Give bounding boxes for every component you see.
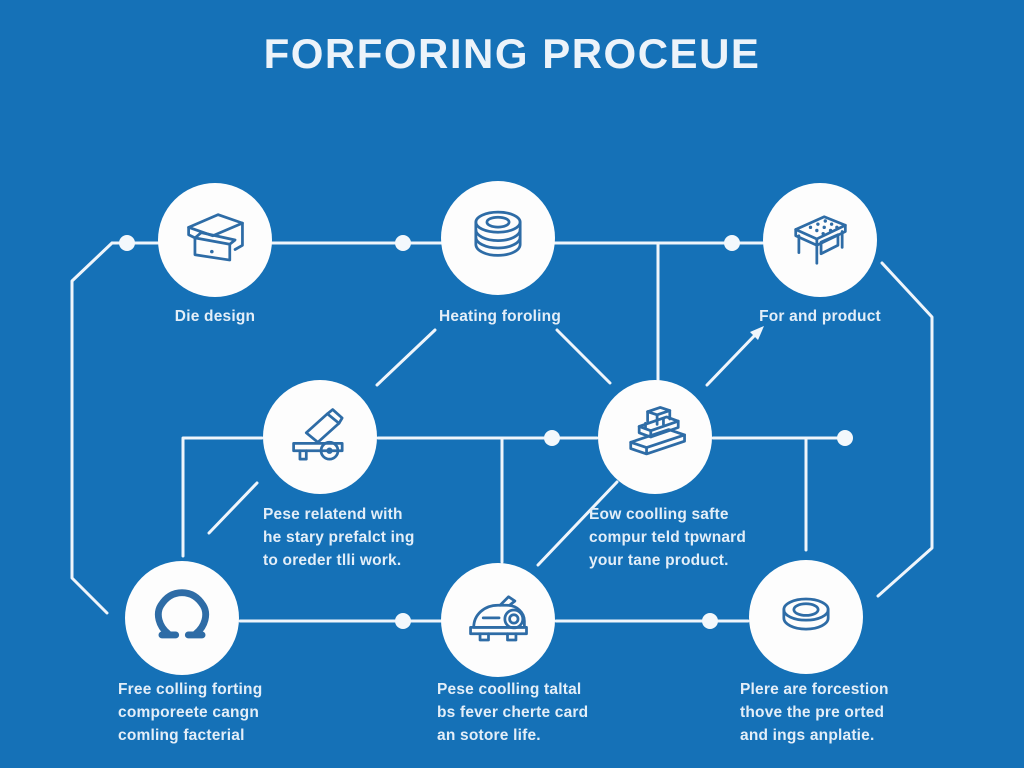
- node-form-and-product: [763, 183, 877, 297]
- node-label-free-cooling: Free colling forting comporeete cangn co…: [118, 678, 262, 747]
- node-heating-forging: [441, 181, 555, 295]
- node-label-final-forging: Plere are forcestion thove the pre orted…: [740, 678, 889, 747]
- label-line: an sotore life.: [437, 727, 541, 744]
- node-label-press-cooling: Pese coolling taltal bs fever cherte car…: [437, 678, 588, 747]
- node-die-design: [158, 183, 272, 297]
- node-press-cooling: [441, 563, 555, 677]
- label-line: he stary prefalct ing: [263, 529, 415, 546]
- label-line: Free colling forting: [118, 681, 263, 698]
- node-label-press-forging: Pese relatend with he stary prefalct ing…: [263, 503, 415, 572]
- horseshoe-icon: [154, 589, 210, 639]
- node-label-heating-forging: Heating foroling: [420, 305, 580, 328]
- label-line: Die design: [174, 308, 256, 325]
- arrow-head-icon: [750, 326, 764, 340]
- press-machine-icon: [292, 408, 344, 461]
- grinder-icon: [469, 595, 528, 642]
- node-slow-cooling: [598, 380, 712, 494]
- die-box-icon: [187, 213, 244, 262]
- label-line: and ings anplatie.: [740, 727, 875, 744]
- node-press-forging: [263, 380, 377, 494]
- label-line: Pese coolling taltal: [437, 681, 582, 698]
- label-line: compur teld tpwnard: [589, 529, 747, 546]
- forged-ring-icon: [782, 597, 830, 631]
- label-line: Pese relatend with: [263, 506, 403, 523]
- page-title: FORFORING PROCEUE: [263, 30, 761, 77]
- node-label-die-design: Die design: [140, 305, 290, 328]
- label-line: bs fever cherte card: [437, 704, 589, 721]
- junction-dots: [119, 235, 853, 629]
- label-line: Eow coolling safte: [589, 506, 729, 523]
- label-line: For and product: [759, 308, 881, 325]
- node-label-slow-cooling: Eow coolling safte compur teld tpwnard y…: [589, 503, 746, 572]
- label-line: Plere are forcestion: [740, 681, 889, 698]
- ring-stack-icon: [474, 210, 522, 257]
- stamp-press-icon: [629, 406, 686, 456]
- die-table-icon: [794, 215, 847, 265]
- label-line: thove the pre orted: [740, 704, 885, 721]
- label-line: to oreder tlli work.: [263, 552, 402, 569]
- label-line: comporeete cangn: [118, 704, 260, 721]
- label-line: your tane product.: [589, 552, 729, 569]
- node-final-forging: [749, 560, 863, 674]
- label-line: comling facterial: [118, 727, 245, 744]
- node-free-cooling: [125, 561, 239, 675]
- node-label-form-and-product: For and product: [740, 305, 900, 328]
- label-line: Heating foroling: [438, 308, 562, 325]
